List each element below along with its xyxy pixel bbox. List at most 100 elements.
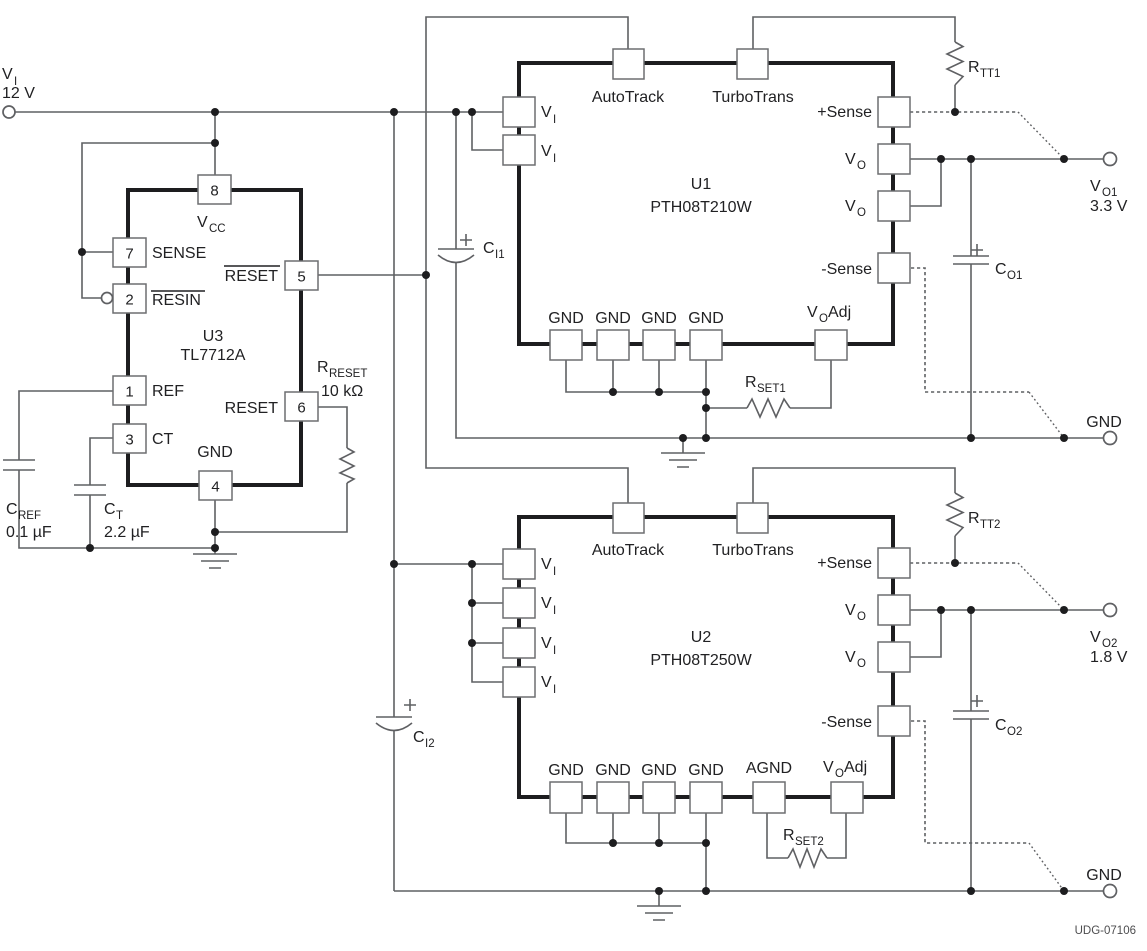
u1-gnd4-label: GND bbox=[688, 310, 724, 327]
ct-capacitor-symbol bbox=[74, 484, 106, 496]
u2-vi4-label: V bbox=[541, 674, 552, 691]
u1-rset1-wires bbox=[706, 360, 832, 409]
u3-vcc-label-sub: CC bbox=[209, 223, 226, 235]
cref-capacitor-symbol bbox=[3, 459, 35, 471]
u3-pin3-number: 3 bbox=[125, 432, 133, 449]
co1-capacitor-symbol bbox=[953, 255, 989, 265]
u3-pin8-number: 8 bbox=[210, 183, 218, 200]
u1-gnd2-pin-box bbox=[596, 329, 630, 361]
u1-vi1-label: V bbox=[541, 104, 552, 121]
gnd2-terminal-label: GND bbox=[1086, 867, 1122, 884]
u3-ground-symbol bbox=[193, 553, 237, 569]
vi-input-terminal bbox=[2, 105, 16, 119]
rtt1-resistor-symbol bbox=[945, 41, 965, 86]
u1-voadj-label-suffix: Adj bbox=[828, 304, 851, 321]
rset2-label-sub: SET2 bbox=[795, 836, 824, 848]
junction-dot bbox=[211, 528, 219, 536]
u1-gnd2-label: GND bbox=[595, 310, 631, 327]
vo1-output-terminal bbox=[1102, 151, 1118, 167]
u2-gnd4-pin-box bbox=[689, 781, 723, 814]
co2-capacitor-symbol bbox=[953, 710, 989, 720]
u3-ref-label: REF bbox=[152, 383, 184, 400]
ci1-label: C bbox=[483, 240, 495, 257]
u2-gnd-stub-wires bbox=[565, 813, 707, 891]
junction-dot bbox=[937, 155, 945, 163]
u2-vi-bus-wires bbox=[394, 563, 503, 683]
u3-vcc-sense-resin-wires bbox=[81, 112, 216, 299]
junction-dot bbox=[655, 887, 663, 895]
u2-gnd3-label: GND bbox=[641, 762, 677, 779]
junction-dot bbox=[937, 606, 945, 614]
ci2-capacitor-symbol bbox=[375, 716, 413, 732]
u1-refdes: U1 bbox=[691, 176, 712, 193]
u2-vo2-label-sub: O bbox=[857, 658, 866, 670]
u2-gnd1-pin-box bbox=[549, 781, 583, 814]
vi-input-label: V bbox=[2, 66, 13, 83]
u2-gnd1-label: GND bbox=[548, 762, 584, 779]
junction-dot bbox=[609, 388, 617, 396]
junction-dot bbox=[86, 544, 94, 552]
u2-gnd4-label: GND bbox=[688, 762, 724, 779]
u3-gnd-label: GND bbox=[197, 444, 233, 461]
u2-plus-sense-diagonal bbox=[1017, 562, 1065, 611]
co1-label-sub: O1 bbox=[1007, 270, 1022, 282]
gnd1-terminal bbox=[1102, 430, 1118, 446]
u2-part-number: PTH08T250W bbox=[650, 652, 752, 669]
vo2-output-label-sub: O2 bbox=[1102, 638, 1117, 650]
u1-vo1-label-sub: O bbox=[857, 160, 866, 172]
u2-turbotrans-rtt2-wires bbox=[752, 467, 956, 563]
u2-refdes: U2 bbox=[691, 629, 712, 646]
vo2-output-value: 1.8 V bbox=[1090, 649, 1128, 666]
vo1-output-value: 3.3 V bbox=[1090, 198, 1128, 215]
rreset-resistor-symbol bbox=[338, 447, 356, 484]
u2-vo-output-wires bbox=[910, 609, 1103, 658]
u3-pin1-number: 1 bbox=[125, 384, 133, 401]
vo2-output-label: V bbox=[1090, 629, 1101, 646]
rtt1-label-sub: TT1 bbox=[980, 68, 1000, 80]
rset2-label: R bbox=[783, 827, 795, 844]
u1-vo1-pin-box bbox=[877, 143, 911, 175]
u2-voadj-label-suffix: Adj bbox=[844, 759, 867, 776]
u2-vo1-pin-box bbox=[877, 594, 911, 626]
vo1-output-label: V bbox=[1090, 178, 1101, 195]
pin-boxes bbox=[112, 48, 911, 814]
u1-ground-symbol bbox=[661, 452, 705, 468]
cref-label-sub: REF bbox=[18, 510, 41, 522]
ci1-capacitor-symbol bbox=[437, 248, 475, 264]
junction-dot bbox=[967, 434, 975, 442]
junction-dot bbox=[422, 271, 430, 279]
junction-dot bbox=[468, 560, 476, 568]
u1-vi2-pin-box bbox=[502, 134, 536, 166]
rtt2-label: R bbox=[968, 510, 980, 527]
u3-pin2-box bbox=[112, 283, 147, 314]
u2-vo2-pin-box bbox=[877, 641, 911, 673]
u1-voadj-pin-box bbox=[814, 329, 848, 361]
junction-dot bbox=[452, 108, 460, 116]
u3-ct-wires bbox=[89, 437, 113, 548]
junction-dot bbox=[390, 108, 398, 116]
u1-plus-sense-label: +Sense bbox=[817, 104, 872, 121]
junction-dot bbox=[390, 560, 398, 568]
cref-value: 0.1 µF bbox=[6, 524, 52, 541]
u1-turbotrans-label: TurboTrans bbox=[712, 89, 794, 106]
co1-label: C bbox=[995, 261, 1007, 278]
vi-input-value: 12 V bbox=[2, 85, 35, 102]
resin-inverter-bubble bbox=[100, 291, 114, 305]
u2-turbotrans-label: TurboTrans bbox=[712, 542, 794, 559]
cref-label: C bbox=[6, 501, 18, 518]
u2-vo1-label: V bbox=[845, 602, 856, 619]
labels: V I 12 V 8 7 2 1 3 4 5 6 V CC SENSE RESI… bbox=[2, 59, 1136, 937]
u2-ground-symbol bbox=[637, 905, 681, 921]
u2-vi2-pin-box bbox=[502, 587, 536, 619]
u1-minus-sense-dotted-wire bbox=[911, 267, 1029, 393]
junction-dot bbox=[702, 887, 710, 895]
u2-voadj-label: V bbox=[823, 759, 834, 776]
u2-vo2-label: V bbox=[845, 649, 856, 666]
u3-reset6-rreset-wires bbox=[215, 406, 348, 533]
u3-vcc-label: V bbox=[197, 214, 208, 231]
u1-plus-sense-pin-box bbox=[877, 96, 911, 128]
u2-vi4-label-sub: I bbox=[553, 684, 556, 696]
rset1-label-sub: SET1 bbox=[757, 383, 786, 395]
